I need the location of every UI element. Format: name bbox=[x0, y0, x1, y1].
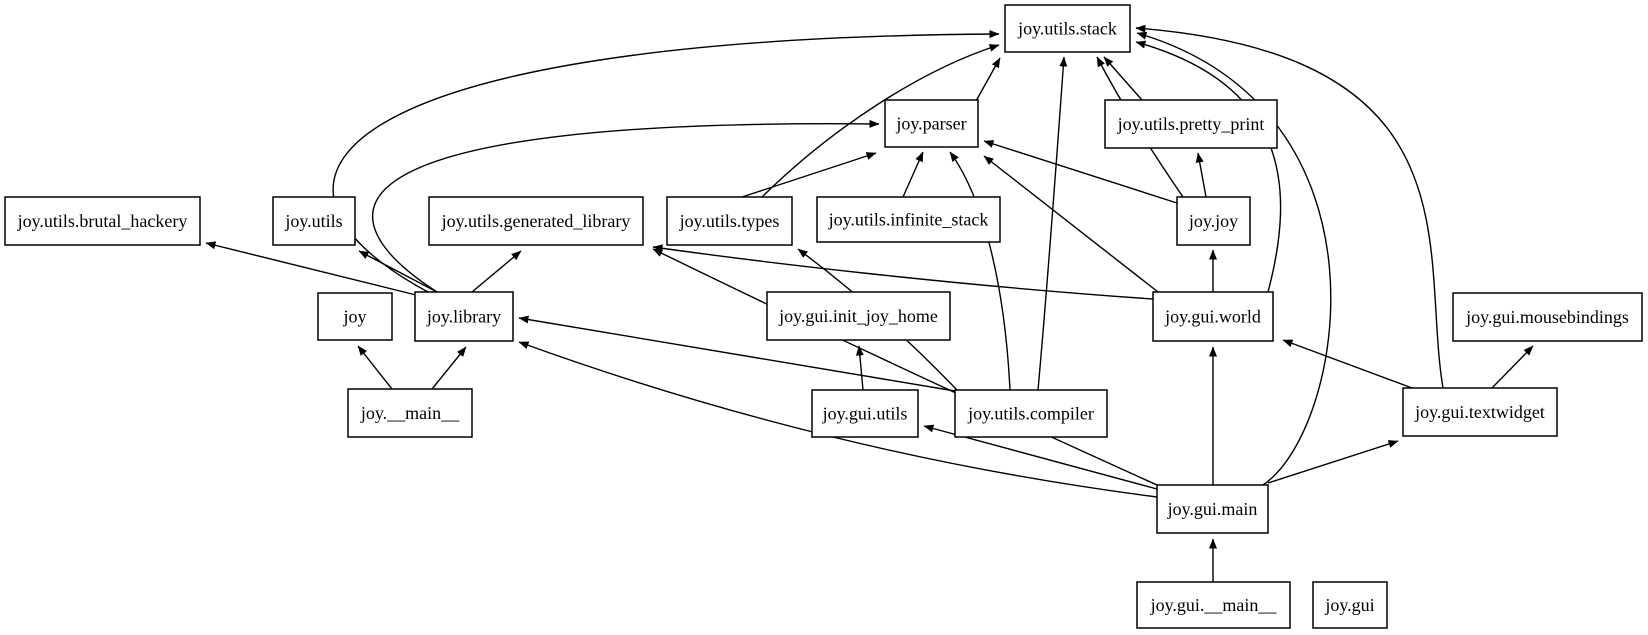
edge-joyjoy-to-pretty_print bbox=[1195, 152, 1207, 198]
node-parser: joy.parser bbox=[884, 99, 979, 148]
node-label-gui_main_: joy.gui.__main__ bbox=[1150, 595, 1278, 615]
node-utils: joy.utils bbox=[272, 196, 356, 246]
node-label-init_joy_home: joy.gui.init_joy_home bbox=[778, 306, 938, 326]
node-types: joy.utils.types bbox=[666, 196, 793, 246]
edge-infinite-to-parser bbox=[902, 151, 924, 198]
node-box-brutal bbox=[4, 196, 201, 246]
node-joyjoy: joy.joy bbox=[1176, 196, 1251, 246]
edge-textwidget-to-mousebindings bbox=[1491, 345, 1534, 389]
edge-pretty_print-to-stack bbox=[1103, 56, 1143, 101]
edge-textwidget-to-stack bbox=[1135, 24, 1444, 389]
edge-library-to-stack bbox=[332, 30, 1000, 293]
node-compiler: joy.utils.compiler bbox=[954, 389, 1108, 438]
node-label-infinite: joy.utils.infinite_stack bbox=[828, 210, 989, 230]
node-label-parser: joy.parser bbox=[895, 114, 966, 134]
node-label-world: joy.gui.world bbox=[1164, 307, 1261, 327]
edge-main_-to-joy bbox=[357, 345, 393, 390]
node-box-library bbox=[414, 291, 514, 342]
node-pretty_print: joy.utils.pretty_print bbox=[1104, 99, 1278, 149]
node-box-parser bbox=[884, 99, 979, 148]
node-box-gui_utils bbox=[811, 389, 919, 438]
nodes-layer: joy.utils.stack joy.parser joy.utils.prett… bbox=[4, 4, 1643, 629]
node-box-gui_main bbox=[1156, 484, 1269, 534]
node-label-gui: joy.gui bbox=[1324, 595, 1374, 615]
node-box-generated bbox=[428, 196, 644, 246]
node-stack: joy.utils.stack bbox=[1004, 4, 1131, 53]
node-box-utils bbox=[272, 196, 356, 246]
edge-library-to-brutal bbox=[205, 241, 417, 296]
edge-textwidget-to-world bbox=[1282, 339, 1413, 389]
edge-gui_main-to-stack bbox=[1136, 31, 1332, 486]
node-generated: joy.utils.generated_library bbox=[428, 196, 644, 246]
edge-world-to-stack bbox=[1135, 40, 1282, 293]
node-label-main_: joy.__main__ bbox=[360, 403, 460, 423]
edge-library-to-parser bbox=[371, 119, 880, 293]
edge-library-to-generated bbox=[471, 250, 522, 293]
node-main_: joy.__main__ bbox=[347, 388, 473, 438]
node-label-stack: joy.utils.stack bbox=[1017, 19, 1117, 39]
edge-library-to-utils bbox=[358, 250, 438, 293]
node-box-mousebindings bbox=[1452, 292, 1643, 342]
node-mousebindings: joy.gui.mousebindings bbox=[1452, 292, 1643, 342]
edge-main_-to-library bbox=[431, 346, 467, 390]
node-textwidget: joy.gui.textwidget bbox=[1402, 387, 1558, 437]
node-box-world bbox=[1152, 291, 1274, 342]
node-label-gui_utils: joy.gui.utils bbox=[822, 404, 908, 424]
node-label-pretty_print: joy.utils.pretty_print bbox=[1117, 114, 1265, 134]
node-world: joy.gui.world bbox=[1152, 291, 1274, 342]
edge-compiler-to-stack bbox=[1037, 56, 1068, 391]
edge-gui_main-to-textwidget bbox=[1267, 440, 1399, 484]
node-box-types bbox=[666, 196, 793, 246]
node-label-gui_main: joy.gui.main bbox=[1167, 499, 1258, 519]
node-infinite: joy.utils.infinite_stack bbox=[816, 196, 1001, 243]
edge-compiler-to-parser bbox=[949, 151, 1011, 391]
edge-gui_utils-to-init_joy_home bbox=[855, 345, 864, 391]
node-label-compiler: joy.utils.compiler bbox=[967, 404, 1094, 424]
node-brutal: joy.utils.brutal_hackery bbox=[4, 196, 201, 246]
node-label-joy: joy bbox=[342, 307, 366, 327]
node-library: joy.library bbox=[414, 291, 514, 342]
node-gui: joy.gui bbox=[1312, 581, 1388, 629]
node-label-mousebindings: joy.gui.mousebindings bbox=[1465, 307, 1629, 327]
node-label-library: joy.library bbox=[426, 307, 501, 327]
node-gui_main: joy.gui.main bbox=[1156, 484, 1269, 534]
edge-gui_main-to-generated bbox=[652, 248, 1158, 486]
node-box-textwidget bbox=[1402, 387, 1558, 437]
node-label-joyjoy: joy.joy bbox=[1188, 211, 1238, 231]
node-label-textwidget: joy.gui.textwidget bbox=[1414, 402, 1545, 422]
node-label-types: joy.utils.types bbox=[679, 211, 780, 231]
edge-world-to-generated bbox=[652, 244, 1154, 300]
node-box-gui_main_ bbox=[1136, 581, 1291, 629]
edge-world-to-parser bbox=[983, 155, 1159, 293]
node-box-pretty_print bbox=[1104, 99, 1278, 149]
node-label-generated: joy.utils.generated_library bbox=[441, 211, 631, 231]
node-init_joy_home: joy.gui.init_joy_home bbox=[766, 291, 951, 341]
node-box-stack bbox=[1004, 4, 1131, 53]
node-box-joy bbox=[317, 292, 393, 341]
node-box-init_joy_home bbox=[766, 291, 951, 341]
edge-parser-to-stack bbox=[975, 57, 1001, 102]
edge-compiler-to-library bbox=[518, 315, 956, 392]
node-box-infinite bbox=[816, 196, 1001, 243]
node-box-gui bbox=[1312, 581, 1388, 629]
node-box-main_ bbox=[347, 388, 473, 438]
edge-types-to-parser bbox=[741, 152, 877, 198]
edge-types-to-stack bbox=[761, 44, 1000, 198]
node-box-compiler bbox=[954, 389, 1108, 438]
edge-joyjoy-to-parser bbox=[983, 140, 1178, 204]
node-gui_utils: joy.gui.utils bbox=[811, 389, 919, 438]
node-box-joyjoy bbox=[1176, 196, 1251, 246]
node-gui_main_: joy.gui.__main__ bbox=[1136, 581, 1291, 629]
node-label-brutal: joy.utils.brutal_hackery bbox=[17, 211, 188, 231]
node-label-utils: joy.utils bbox=[284, 211, 342, 231]
node-joy: joy bbox=[317, 292, 393, 341]
